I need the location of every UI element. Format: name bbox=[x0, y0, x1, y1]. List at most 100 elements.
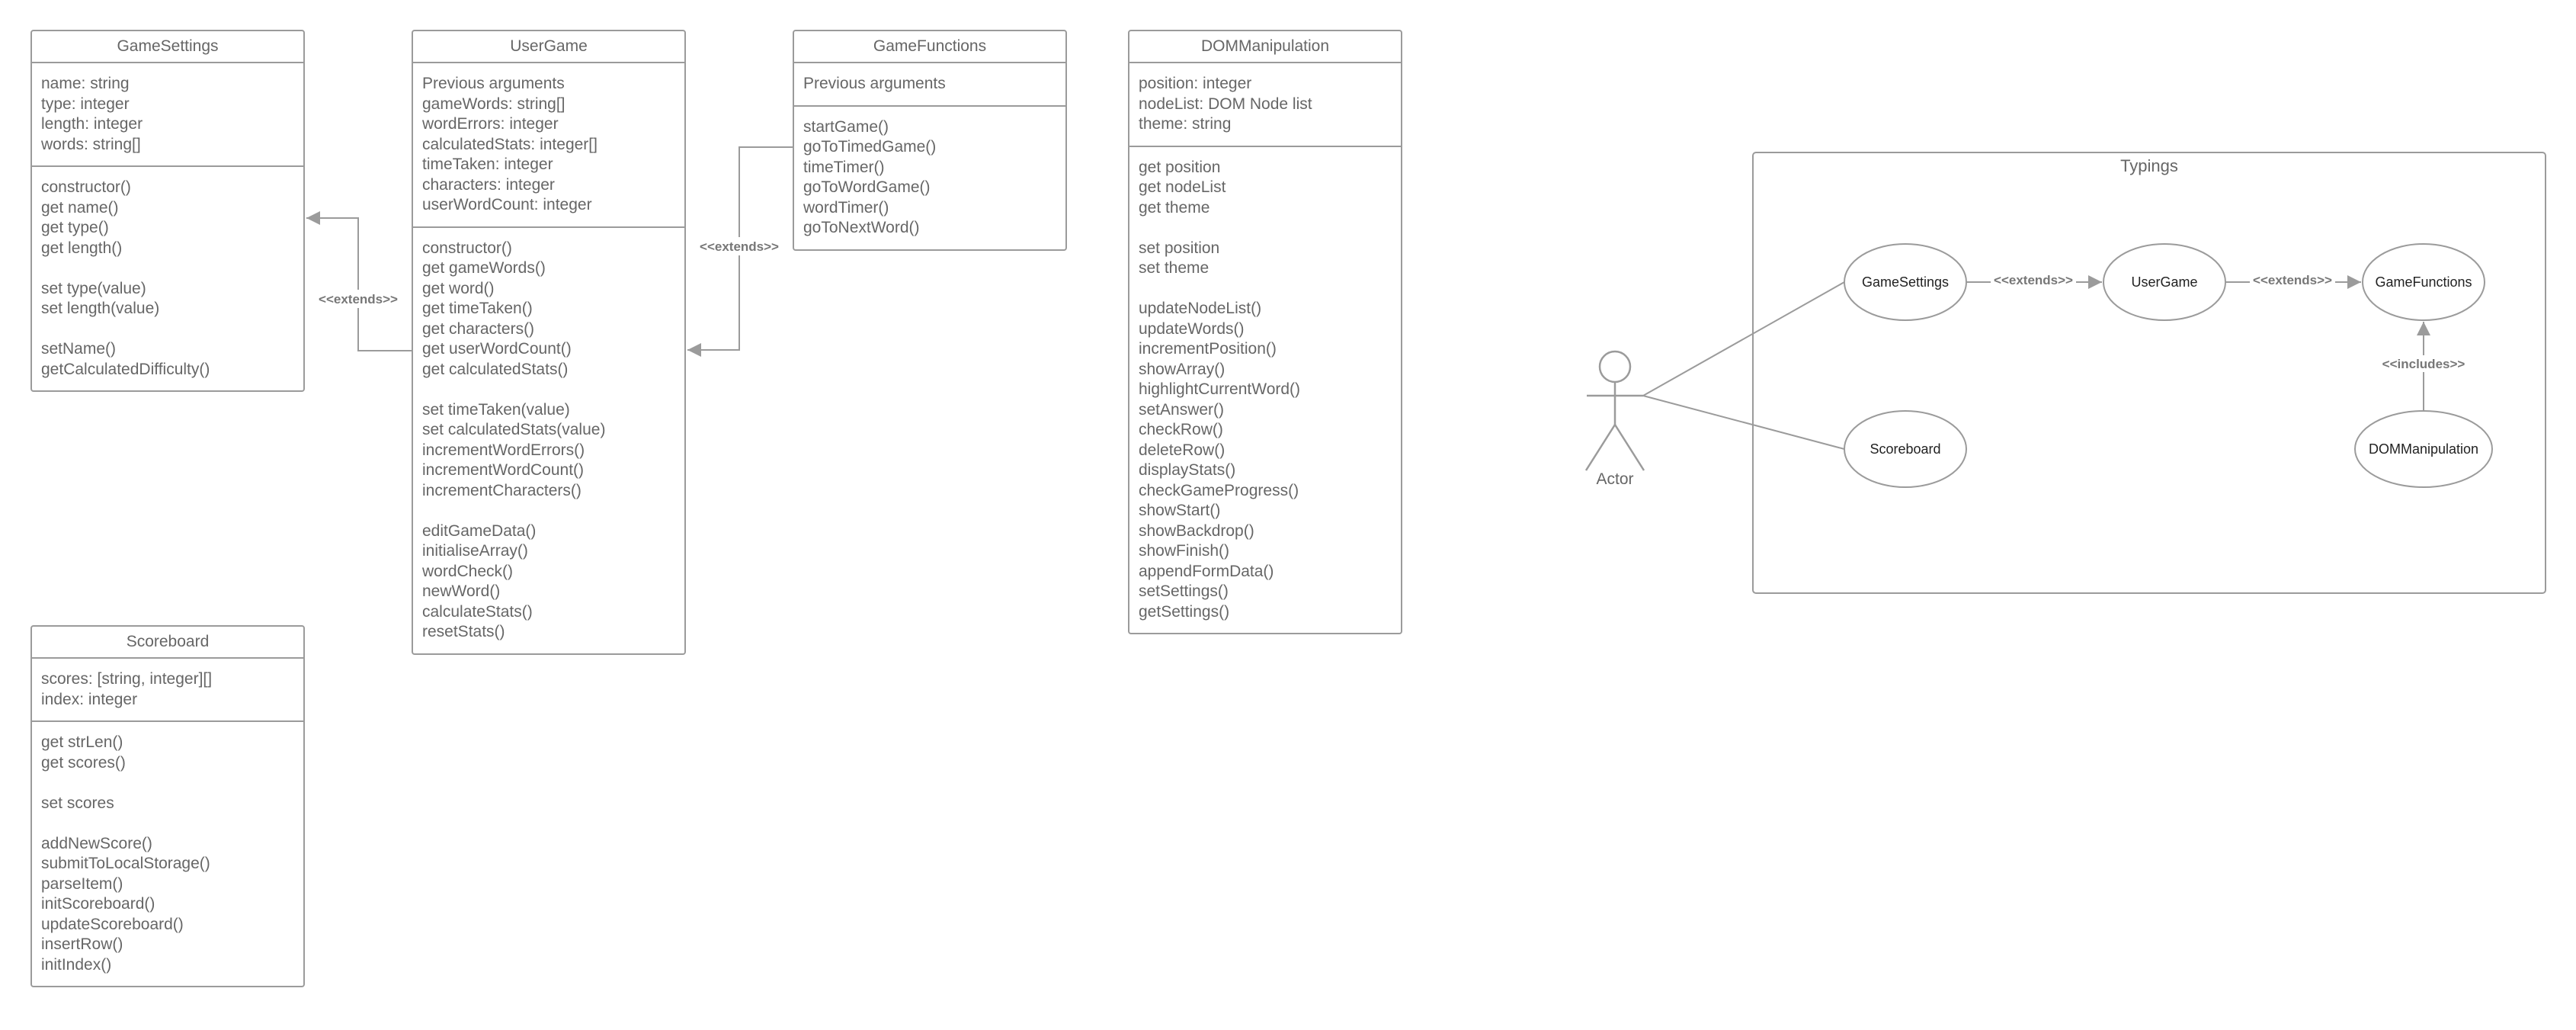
usecase-gamefunctions[interactable] bbox=[2362, 243, 2485, 321]
class-dommanipulation-methods-line: get position bbox=[1139, 158, 1221, 176]
class-scoreboard[interactable]: Scoreboard scores: [string, integer][]in… bbox=[30, 625, 305, 987]
class-gamefunctions-title: GameFunctions bbox=[794, 31, 1065, 63]
class-dommanipulation-methods-line: set position bbox=[1139, 239, 1220, 257]
class-gamesettings-attributes-line: length: integer bbox=[41, 115, 143, 133]
class-gamefunctions-methods-line: goToWordGame() bbox=[803, 178, 931, 196]
class-gamesettings-methods-line bbox=[41, 319, 294, 340]
class-dommanipulation-attributes-line: theme: string bbox=[1139, 115, 1232, 133]
class-dommanipulation-methods-line: appendFormData() bbox=[1139, 562, 1274, 580]
class-usergame-attributes-line: calculatedStats: integer[] bbox=[422, 135, 598, 153]
usecase-includes-label: <<includes>> bbox=[2382, 357, 2465, 371]
class-scoreboard-methods-line: initScoreboard() bbox=[41, 895, 155, 913]
class-dommanipulation-methods-line: updateNodeList() bbox=[1139, 300, 1262, 317]
class-usergame-methods-line bbox=[422, 380, 675, 400]
class-scoreboard-methods-line: parseItem() bbox=[41, 874, 123, 893]
class-scoreboard-methods-line: submitToLocalStorage() bbox=[41, 855, 210, 872]
class-usergame-methods-line: incrementWordCount() bbox=[422, 461, 585, 479]
class-usergame-attributes-line: characters: integer bbox=[422, 175, 555, 194]
class-usergame-attributes-line: userWordCount: integer bbox=[422, 196, 592, 213]
class-gamesettings-methods-line: set type(value) bbox=[41, 279, 146, 297]
usecase-scoreboard[interactable] bbox=[1844, 410, 1967, 488]
label-bg bbox=[2250, 271, 2335, 288]
class-gamesettings-attributes: name: string type: integer length: integer… bbox=[32, 63, 303, 165]
label-bg bbox=[1991, 271, 2076, 288]
class-usergame-methods-line: get calculatedStats() bbox=[422, 360, 569, 378]
system-title: Typings bbox=[2120, 156, 2178, 175]
class-gamesettings-attributes-line: type: integer bbox=[41, 95, 130, 113]
class-gamesettings-attributes-line: name: string bbox=[41, 75, 130, 92]
association-actor-gamesettings bbox=[1642, 281, 1845, 396]
class-dommanipulation-methods-line: updateWords() bbox=[1139, 319, 1245, 338]
class-gamefunctions-attributes-line: Previous arguments bbox=[803, 75, 946, 92]
class-gamefunctions-methods-line: timeTimer() bbox=[803, 158, 885, 176]
class-scoreboard-methods-line: get strLen() bbox=[41, 733, 123, 751]
class-gamesettings-methods-line: get name() bbox=[41, 198, 119, 217]
extends-label-1: <<extends>> bbox=[319, 292, 398, 306]
class-gamesettings-methods-line: get type() bbox=[41, 219, 109, 236]
class-gamesettings-methods: constructor() get name() get type() get len… bbox=[32, 165, 303, 390]
label-bg bbox=[316, 290, 401, 308]
class-usergame-methods-line: set timeTaken(value) bbox=[422, 400, 570, 419]
class-scoreboard-attributes-line: index: integer bbox=[41, 690, 138, 708]
class-gamesettings-methods-line: get length() bbox=[41, 239, 123, 257]
class-usergame-methods-line: wordCheck() bbox=[422, 562, 514, 580]
class-usergame-methods-line: get userWordCount() bbox=[422, 340, 572, 358]
label-bg bbox=[2379, 355, 2468, 372]
usecase-extends-label-1: <<extends>> bbox=[1994, 273, 2073, 287]
class-usergame-methods-line: get word() bbox=[422, 279, 495, 297]
class-gamefunctions-methods-line: startGame() bbox=[803, 117, 889, 136]
class-dommanipulation-methods-line: displayStats() bbox=[1139, 461, 1236, 479]
class-scoreboard-methods-line: set scores bbox=[41, 794, 114, 812]
class-usergame-methods-line: constructor() bbox=[422, 239, 512, 257]
class-dommanipulation-methods-line: setAnswer() bbox=[1139, 400, 1225, 419]
class-usergame-methods: constructor() get gameWords() get word() ge… bbox=[413, 226, 684, 653]
label-bg bbox=[697, 237, 782, 255]
class-scoreboard-title: Scoreboard bbox=[32, 627, 303, 659]
class-usergame-methods-line: resetStats() bbox=[422, 623, 505, 640]
usecase-scoreboard-label: Scoreboard bbox=[1870, 441, 1940, 457]
class-usergame-attributes-line: timeTaken: integer bbox=[422, 156, 553, 173]
class-gamesettings-methods-line: constructor() bbox=[41, 178, 131, 196]
class-usergame-title: UserGame bbox=[413, 31, 684, 63]
class-usergame-methods-line: get characters() bbox=[422, 319, 535, 338]
class-gamesettings-methods-line: setName() bbox=[41, 340, 117, 358]
class-gamefunctions[interactable]: GameFunctions Previous arguments startGa… bbox=[793, 30, 1067, 251]
class-dommanipulation-methods-line: showFinish() bbox=[1139, 542, 1230, 560]
class-scoreboard-methods-line bbox=[41, 813, 294, 834]
system-boundary bbox=[1752, 152, 2546, 594]
class-dommanipulation-methods-line bbox=[1139, 218, 1392, 239]
class-usergame-methods-line: calculateStats() bbox=[422, 602, 533, 621]
class-usergame-methods-line: get gameWords() bbox=[422, 259, 546, 277]
extends-connector-usergame-gamesettings bbox=[306, 211, 412, 351]
class-scoreboard-attributes: scores: [string, integer][]index: intege… bbox=[32, 659, 303, 720]
class-dommanipulation-methods-line: showBackdrop() bbox=[1139, 521, 1254, 540]
class-gamesettings-methods-line: getCalculatedDifficulty() bbox=[41, 360, 210, 378]
class-dommanipulation-methods-line: get theme bbox=[1139, 198, 1210, 217]
class-gamefunctions-methods-line: goToTimedGame() bbox=[803, 138, 937, 156]
class-usergame[interactable]: UserGame Previous arguments gameWords: st… bbox=[412, 30, 686, 655]
class-dommanipulation-title: DOMManipulation bbox=[1129, 31, 1401, 63]
class-usergame-attributes: Previous arguments gameWords: string[] wor… bbox=[413, 63, 684, 226]
class-scoreboard-methods-line bbox=[41, 773, 294, 794]
class-dommanipulation-attributes-line: nodeList: DOM Node list bbox=[1139, 95, 1312, 113]
class-scoreboard-methods-line: insertRow() bbox=[41, 935, 123, 953]
class-usergame-attributes-line: wordErrors: integer bbox=[422, 115, 559, 133]
usecase-gamefunctions-label: GameFunctions bbox=[2375, 274, 2472, 290]
class-dommanipulation-methods-line: showArray() bbox=[1139, 360, 1226, 378]
class-usergame-attributes-line: gameWords: string[] bbox=[422, 95, 566, 113]
class-dommanipulation-methods-line: showStart() bbox=[1139, 502, 1221, 519]
class-dommanipulation-methods-line: getSettings() bbox=[1139, 602, 1230, 621]
class-gamesettings[interactable]: GameSettings name: string type: integer le… bbox=[30, 30, 305, 392]
class-dommanipulation-methods-line: setSettings() bbox=[1139, 582, 1229, 600]
usecase-dommanipulation-label: DOMManipulation bbox=[2369, 441, 2478, 457]
class-gamesettings-title: GameSettings bbox=[32, 31, 303, 63]
class-dommanipulation-methods-line: checkGameProgress() bbox=[1139, 481, 1299, 499]
class-scoreboard-methods: get strLen()get scores() set scores addN… bbox=[32, 720, 303, 986]
actor-figure[interactable] bbox=[1584, 350, 1645, 471]
class-usergame-attributes-line: Previous arguments bbox=[422, 75, 565, 92]
class-gamefunctions-methods: startGame() goToTimedGame() timeTimer() goT… bbox=[794, 104, 1065, 249]
class-dommanipulation-methods-line: checkRow() bbox=[1139, 421, 1223, 438]
